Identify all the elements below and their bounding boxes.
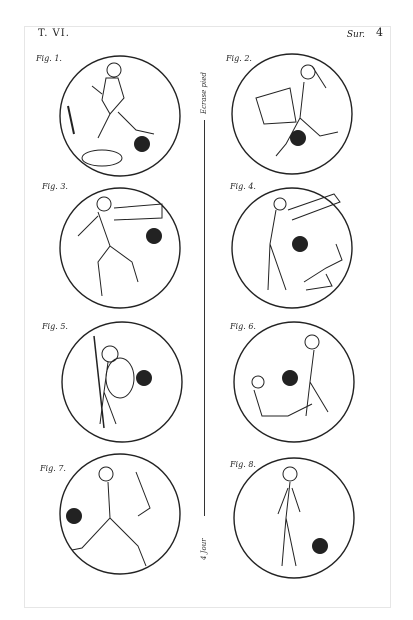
medallion-3 <box>58 186 182 310</box>
medallion-6 <box>232 320 356 444</box>
figure-label-1: Fig. 1. <box>36 54 62 63</box>
gladiator-with-fallen-opponent-icon <box>231 187 353 309</box>
figure-label-3: Fig. 3. <box>42 182 68 191</box>
figure-label-6: Fig. 6. <box>230 322 256 331</box>
figure-label-5: Fig. 5. <box>42 322 68 331</box>
plate-number: T. VI. <box>38 28 70 39</box>
medallion-1 <box>58 54 182 178</box>
running-figure-icon <box>59 453 181 575</box>
child-with-shield-and-spear-icon <box>61 321 183 443</box>
medallion-2 <box>230 52 354 176</box>
medallion-8 <box>232 456 356 580</box>
two-figures-struggling-icon <box>233 321 355 443</box>
medallion-5 <box>60 320 184 444</box>
divider-line <box>204 120 205 516</box>
medallion-4 <box>230 186 354 310</box>
figure-label-2: Fig. 2. <box>226 54 252 63</box>
gladiator-with-sword-icon <box>59 187 181 309</box>
side-text-upper: Ecrase pied <box>200 72 208 114</box>
gladiator-with-shield-icon <box>59 55 181 177</box>
medallion-7 <box>58 452 182 576</box>
figure-label-7: Fig. 7. <box>40 464 66 473</box>
figure-label-4: Fig. 4. <box>230 182 256 191</box>
section-label: Sur. <box>346 30 365 40</box>
side-text-lower: 4 Jour <box>200 538 208 560</box>
figure-label-8: Fig. 8. <box>230 460 256 469</box>
standing-nude-figure-icon <box>233 457 355 579</box>
page-number: 4 <box>376 26 383 39</box>
gladiator-kneeling-icon <box>231 53 353 175</box>
